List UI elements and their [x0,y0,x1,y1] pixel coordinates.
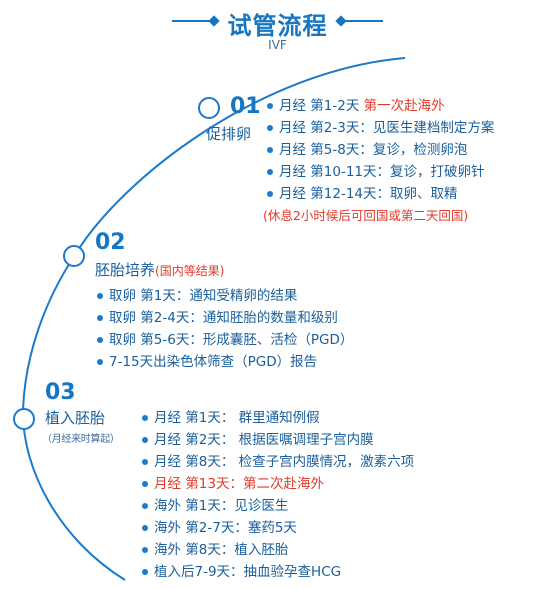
stage-03-label: 植入胚胎 [45,409,106,427]
stage-03-number: 03 [45,380,76,405]
list-item: 月经 第2-3天：见医生建档制定方案 [265,117,494,139]
list-item: 取卵 第1天：通知受精卵的结果 [95,285,353,307]
stage-02-node [63,245,85,267]
stage-02-label-note: (国内等结果) [155,264,225,278]
stage-01-label: 促排卵 [206,125,252,143]
list-item: 取卵 第2-4天：通知胚胎的数量和级别 [95,307,353,329]
list-item: 月经 第12-14天：取卵、取精 [265,183,494,205]
page-title: 试管流程 [227,12,328,40]
stage-03-node [13,408,35,430]
stage-02-label-text: 胚胎培养 [95,261,156,279]
list-item: 植入后7-9天：抽血验孕查HCG [140,561,414,583]
stage-02-steps: 取卵 第1天：通知受精卵的结果 取卵 第2-4天：通知胚胎的数量和级别 取卵 第… [95,285,353,373]
stage-02-label: 胚胎培养(国内等结果) [95,259,224,280]
list-item: 月经 第10-11天：复诊，打破卵针 [265,161,494,183]
list-item: 月经 第8天： 检查子宫内膜情况，激素六项 [140,451,414,473]
stage-01-node [198,97,220,119]
list-item: 7-15天出染色体筛查（PGD）报告 [95,351,353,373]
list-item: 海外 第1天：见诊医生 [140,495,414,517]
page-subtitle: IVF [268,38,287,52]
list-item-highlight: 月经 第13天：第二次赴海外 [140,473,414,495]
title-decor-right [341,20,383,22]
list-item: 月经 第5-8天：复诊，检测卵泡 [265,139,494,161]
stage-01-steps: 月经 第1-2天 第一次赴海外 月经 第2-3天：见医生建档制定方案 月经 第5… [265,95,494,205]
list-item: 月经 第1天： 群里通知例假 [140,407,414,429]
list-item: 海外 第8天：植入胚胎 [140,539,414,561]
list-item: 月经 第1-2天 第一次赴海外 [265,95,494,117]
title-decor-left [172,20,214,22]
stage-01-note: (休息2小时候后可回国或第二天回国) [263,208,469,223]
stage-03-label-note: （月经来时算起） [42,434,120,445]
list-item: 月经 第2天： 根据医嘱调理子宫内膜 [140,429,414,451]
stage-01-number: 01 [230,94,261,119]
highlight-text: 第一次赴海外 [363,98,445,114]
stage-03-steps: 月经 第1天： 群里通知例假 月经 第2天： 根据医嘱调理子宫内膜 月经 第8天… [140,407,414,583]
stage-02-number: 02 [95,230,126,255]
list-item: 取卵 第5-6天：形成囊胚、活检（PGD） [95,329,353,351]
list-item: 海外 第2-7天：塞药5天 [140,517,414,539]
